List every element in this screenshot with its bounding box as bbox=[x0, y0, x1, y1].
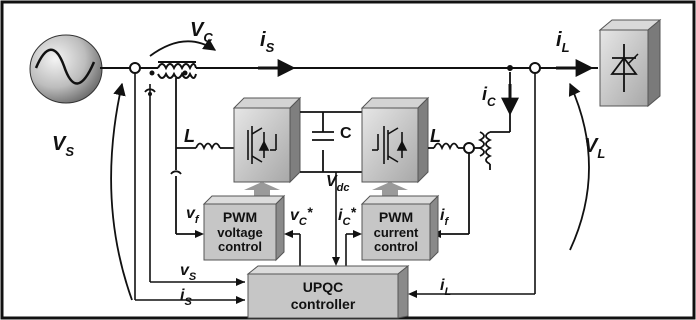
svg-text:PWM: PWM bbox=[379, 209, 413, 225]
label-is-top: iS bbox=[260, 29, 275, 55]
series-inverter-icon bbox=[232, 96, 302, 184]
svg-text:control: control bbox=[218, 239, 262, 254]
svg-text:current: current bbox=[374, 225, 419, 240]
series-transformer-icon bbox=[157, 61, 197, 79]
is-low-arrowhead bbox=[236, 296, 245, 304]
label-if: if bbox=[440, 207, 449, 228]
label-ic-right: iC bbox=[482, 84, 496, 109]
label-L-left: L bbox=[184, 126, 195, 146]
current-sensor-source bbox=[129, 62, 141, 74]
source-sensing-wires bbox=[134, 73, 245, 301]
ac-source-icon bbox=[29, 34, 103, 104]
vc-star-arrowhead bbox=[284, 230, 293, 238]
ic-star-arrowhead bbox=[353, 230, 362, 238]
load-rectifier-icon bbox=[598, 18, 662, 108]
shunt-inverter-icon bbox=[360, 96, 430, 184]
junction-dot bbox=[507, 65, 513, 71]
voltage-sense-left bbox=[144, 88, 156, 93]
label-vc-star: vC* bbox=[290, 204, 313, 228]
label-L-right: L bbox=[430, 126, 441, 146]
label-is-low: iS bbox=[180, 287, 192, 308]
voltage-sense-vf bbox=[170, 170, 182, 175]
transformer-dot bbox=[182, 70, 188, 76]
vl-arrow bbox=[568, 82, 590, 251]
vf-arrowhead bbox=[195, 230, 204, 238]
label-il-top: iL bbox=[556, 29, 570, 55]
label-vdc: Vdc bbox=[326, 173, 350, 194]
svg-text:control: control bbox=[374, 239, 418, 254]
shunt-branch-wires bbox=[428, 72, 511, 235]
upqc-controller-block: UPQC controller bbox=[246, 264, 410, 319]
il-low-arrowhead bbox=[408, 290, 417, 298]
vdc-arrowhead bbox=[332, 257, 340, 266]
transformer-dot bbox=[149, 70, 155, 76]
fat-arrow-left bbox=[244, 182, 280, 198]
svg-text:voltage: voltage bbox=[217, 225, 263, 240]
current-sensor-load bbox=[529, 62, 541, 74]
pwm-current-control-block: PWM current control bbox=[360, 194, 440, 262]
dc-link-wires bbox=[300, 111, 372, 173]
fat-arrow-right bbox=[372, 182, 408, 198]
label-vf: vf bbox=[186, 205, 200, 226]
label-ic-star: iC* bbox=[338, 204, 356, 228]
label-vc: VC bbox=[190, 19, 213, 45]
pwm-voltage-control-block: PWM voltage control bbox=[202, 194, 286, 262]
current-sensor-shunt bbox=[463, 142, 475, 154]
il-feedback-wire bbox=[412, 73, 536, 295]
svg-text:controller: controller bbox=[291, 296, 356, 312]
vs-low-arrowhead bbox=[236, 278, 245, 286]
label-capacitor: C bbox=[340, 125, 352, 142]
reference-wires bbox=[288, 233, 358, 270]
label-vl-right: VL bbox=[584, 135, 605, 161]
svg-text:PWM: PWM bbox=[223, 209, 257, 225]
label-il-low: iL bbox=[440, 277, 451, 298]
svg-text:UPQC: UPQC bbox=[303, 279, 343, 295]
label-vs-low: vS bbox=[180, 262, 197, 283]
sense-dot bbox=[148, 92, 152, 96]
vs-arrow bbox=[110, 82, 133, 301]
vc-arrow bbox=[149, 38, 217, 57]
label-vs-left: VS bbox=[52, 133, 74, 159]
